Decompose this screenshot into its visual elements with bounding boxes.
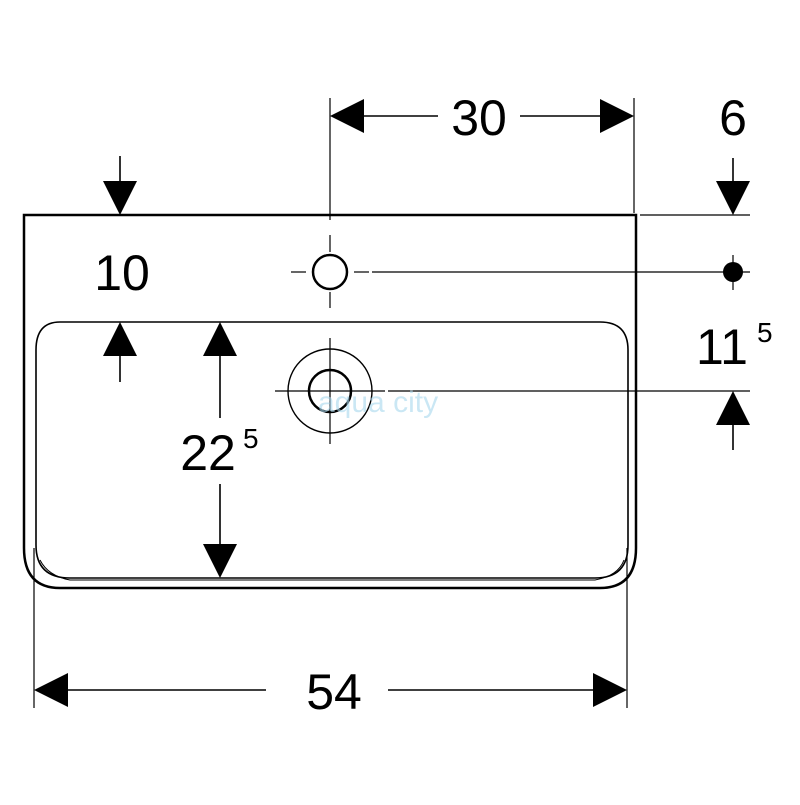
dimension-10: 10 xyxy=(94,156,150,382)
basin-outline xyxy=(22,213,638,590)
watermark-logo: aqua city xyxy=(318,386,438,419)
dimension-label-10: 10 xyxy=(94,245,150,301)
bowl-outline xyxy=(35,321,629,579)
dimension-label-6: 6 xyxy=(719,90,747,146)
dimension-label-22: 22 xyxy=(180,425,236,481)
bowl-rim-line xyxy=(39,559,625,581)
dimension-label-11: 11 xyxy=(696,319,748,375)
tap-hole-symbol xyxy=(291,235,369,308)
dimension-22-5: 22 5 xyxy=(180,322,259,578)
dimension-30: 30 xyxy=(330,90,634,146)
dimension-label-22-superscript: 5 xyxy=(243,423,259,454)
dimension-11-5: 11 5 xyxy=(696,317,773,375)
dimension-label-11-superscript: 5 xyxy=(757,317,773,348)
dimension-label-54: 54 xyxy=(306,664,362,720)
dimension-6: 6 xyxy=(716,90,750,450)
dimension-label-30: 30 xyxy=(451,90,507,146)
drain-symbol xyxy=(275,338,385,444)
dimension-54: 54 xyxy=(34,664,627,720)
